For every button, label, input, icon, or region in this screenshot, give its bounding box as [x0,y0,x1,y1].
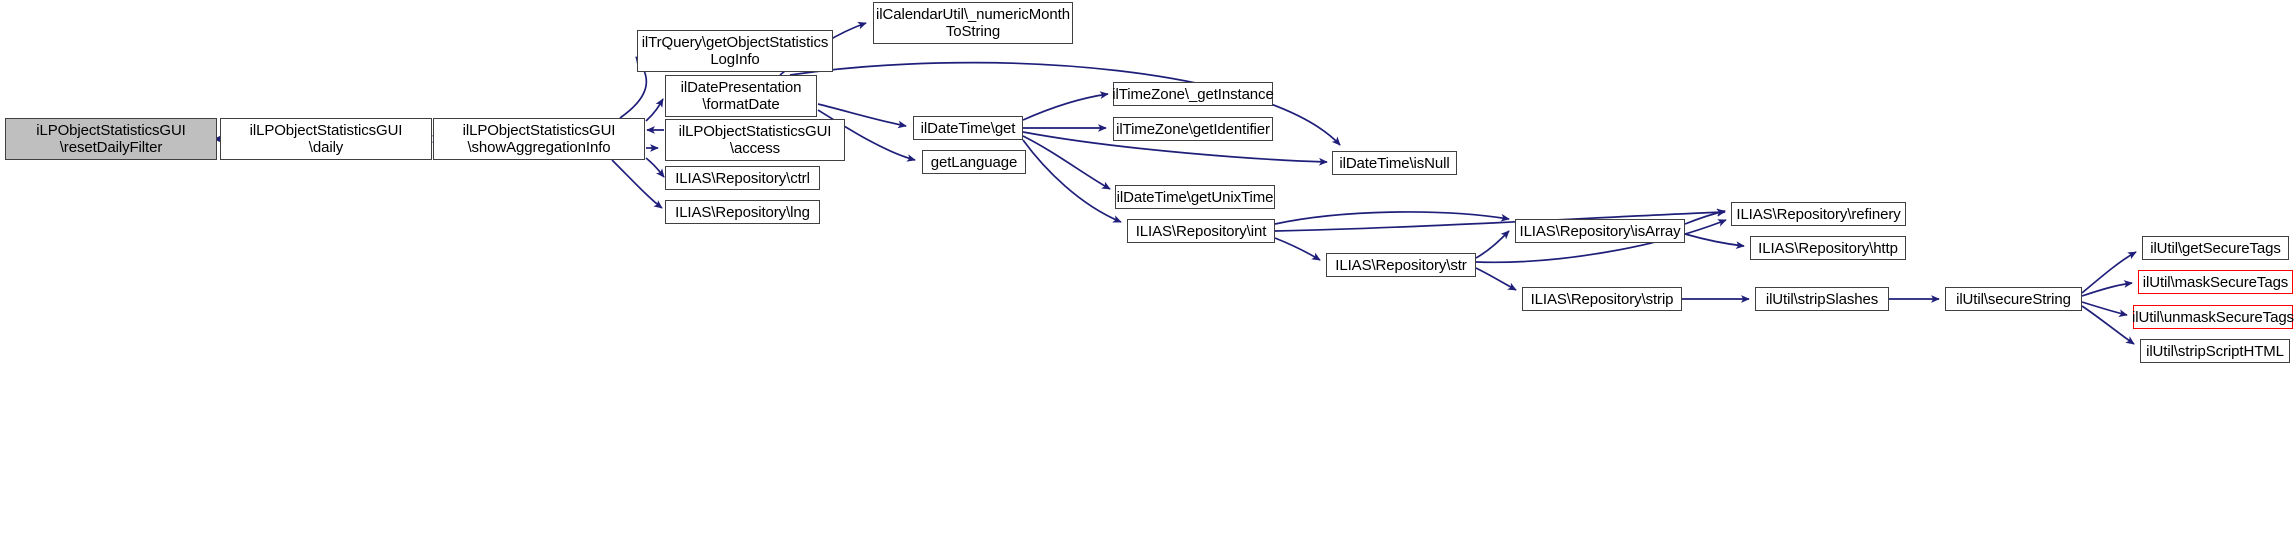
graph-node-n9[interactable]: ilDateTime\get [913,116,1023,140]
graph-node-n14[interactable]: ilDateTime\getUnixTime [1115,185,1275,209]
graph-node-n11[interactable]: ilTimeZone\_getInstance [1112,82,1274,106]
call-edge [1274,237,1321,261]
call-edge [2081,301,2128,318]
graph-node-n6[interactable]: ILIAS\Repository\ctrl [665,166,820,190]
graph-node-n4[interactable]: ilDatePresentation \formatDate [665,75,817,117]
graph-node-n15[interactable]: ILIAS\Repository\int [1127,219,1275,243]
graph-node-n21[interactable]: ilUtil\stripSlashes [1755,287,1889,311]
call-edge [611,159,663,209]
call-edge [2081,280,2133,297]
graph-node-n22[interactable]: ilUtil\secureString [1945,287,2082,311]
graph-node-n0[interactable]: iLPObjectStatisticsGUI \resetDailyFilter [5,118,217,160]
call-edge [645,157,665,178]
call-edge [1684,208,1726,225]
graph-node-n7[interactable]: ILIAS\Repository\lng [665,200,820,224]
graph-node-n10[interactable]: getLanguage [922,150,1026,174]
graph-node-n1[interactable]: ilLPObjectStatisticsGUI \daily [220,118,432,160]
call-edge [1022,139,1122,223]
graph-node-n16[interactable]: ILIAS\Repository\isArray [1515,219,1685,243]
graph-node-n20[interactable]: ILIAS\Repository\strip [1522,287,1682,311]
graph-node-n12[interactable]: ilTimeZone\getIdentifier [1113,117,1273,141]
call-edge [1475,267,1517,291]
call-edge [1684,233,1745,249]
graph-node-n26[interactable]: ilUtil\stripScriptHTML [2140,339,2290,363]
graph-node-n13[interactable]: ilDateTime\isNull [1332,151,1457,175]
graph-node-n18[interactable]: ILIAS\Repository\http [1750,236,1906,260]
graph-node-n17[interactable]: ILIAS\Repository\refinery [1731,202,1906,226]
graph-node-n2[interactable]: ilLPObjectStatisticsGUI \showAggregation… [433,118,645,160]
graph-node-n5[interactable]: ilLPObjectStatisticsGUI \access [665,119,845,161]
graph-node-n23[interactable]: ilUtil\getSecureTags [2142,236,2289,260]
call-edge [2081,305,2135,345]
graph-node-n3[interactable]: ilTrQuery\getObjectStatistics LogInfo [637,30,833,72]
graph-node-n19[interactable]: ILIAS\Repository\str [1326,253,1476,277]
graph-node-n24[interactable]: ilUtil\maskSecureTags [2138,270,2293,294]
graph-node-n8[interactable]: ilCalendarUtil\_numericMonth ToString [873,2,1073,44]
graph-node-n25[interactable]: ilUtil\unmaskSecureTags [2132,305,2294,329]
call-edge [1022,91,1109,121]
call-edge [645,98,664,122]
call-edge [1274,211,1510,225]
call-edge [2081,251,2137,294]
call-edge [1022,135,1111,190]
call-edge [1475,230,1510,259]
